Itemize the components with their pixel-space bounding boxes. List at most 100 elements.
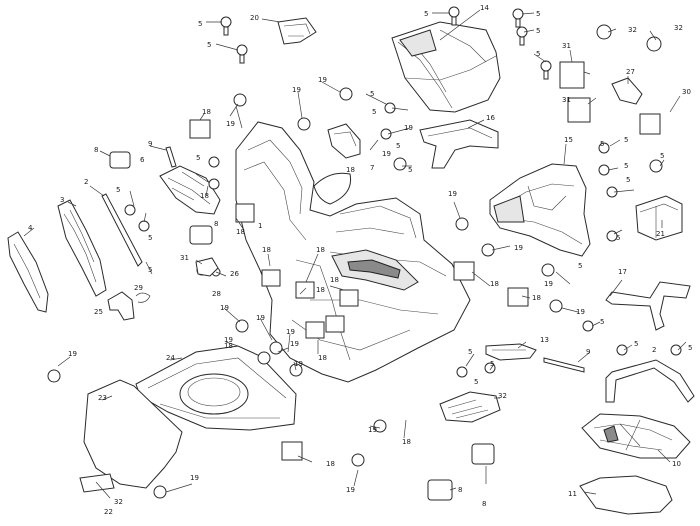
callout-5: 5 — [634, 340, 638, 348]
callout-8: 8 — [214, 220, 218, 228]
part-12-grille — [439, 391, 501, 423]
callout-19: 19 — [576, 308, 585, 316]
part-4-side-trim — [7, 231, 49, 313]
callout-5: 5 — [578, 262, 582, 270]
part-24-lower-tray — [135, 345, 297, 431]
callout-27: 27 — [626, 68, 635, 76]
callout-28: 28 — [212, 290, 221, 298]
callout-2: 2 — [652, 346, 656, 354]
part-23-flat-panel — [79, 379, 183, 493]
callout-19: 19 — [404, 124, 413, 132]
callout-30: 30 — [682, 88, 691, 96]
callout-8: 8 — [482, 500, 486, 508]
callout-5: 5 — [198, 20, 202, 28]
callout-18: 18 — [402, 438, 411, 446]
callout-19: 19 — [256, 314, 265, 322]
part-11-seat-pad — [579, 475, 673, 515]
callout-18: 18 — [262, 246, 271, 254]
callout-19: 19 — [292, 86, 301, 94]
part-9-strip — [543, 357, 585, 373]
callout-23: 23 — [98, 394, 107, 402]
callout-19-bottom: 19 — [346, 486, 355, 494]
callout-5: 5 — [148, 234, 152, 242]
callout-5: 5 — [490, 360, 494, 368]
callout-5: 5 — [116, 186, 120, 194]
callout-19: 19 — [226, 120, 235, 128]
callout-25: 25 — [94, 308, 103, 316]
callout-18: 18 — [316, 246, 325, 254]
callout-22: 22 — [104, 508, 113, 516]
part-3-side-vent — [57, 199, 107, 297]
callout-32: 32 — [114, 498, 123, 506]
callout-9: 9 — [148, 140, 152, 148]
callout-5: 5 — [408, 166, 412, 174]
callout-5: 5 — [536, 10, 540, 18]
callout-32: 32 — [498, 392, 507, 400]
callout-5: 5 — [600, 318, 604, 326]
callout-19: 19 — [68, 350, 77, 358]
callout-31: 31 — [180, 254, 189, 262]
callout-5: 5 — [370, 90, 374, 98]
part-29-wire-clip — [135, 292, 151, 303]
part-8-bushings — [109, 151, 495, 501]
callout-18: 18 — [490, 280, 499, 288]
part-2-curved-tube — [605, 359, 695, 403]
callout-13: 13 — [540, 336, 549, 344]
callout-6: 6 — [140, 156, 145, 164]
callout-18: 18 — [224, 342, 233, 350]
callout-16: 16 — [486, 114, 495, 122]
part-2-rod — [101, 193, 143, 267]
part-18-square-clips — [189, 61, 661, 461]
callout-5: 5 — [207, 41, 211, 49]
callout-21: 21 — [656, 230, 665, 238]
part-26-28-clips — [195, 77, 643, 277]
callout-9: 9 — [586, 348, 590, 356]
callout-8: 8 — [94, 146, 98, 154]
part-15-housing — [489, 163, 591, 257]
callout-2: 2 — [84, 178, 88, 186]
callout-19: 19 — [544, 280, 553, 288]
part-10-seat-base — [581, 413, 691, 459]
callout-19: 19 — [190, 474, 199, 482]
part-6-air-scoop — [159, 165, 221, 215]
callout-5: 5 — [600, 140, 604, 148]
callout-7: 7 — [370, 164, 374, 172]
callout-19: 19 — [382, 150, 391, 158]
callout-18: 18 — [346, 166, 355, 174]
callout-5: 5 — [148, 266, 152, 274]
callout-5: 5 — [468, 348, 472, 356]
callout-19: 19 — [294, 360, 303, 368]
callout-31: 31 — [562, 96, 571, 104]
callout-labels: 5 20 5 14 5 5 32 32 5 31 19 5 27 19 30 1… — [28, 4, 692, 516]
part-7-connector — [327, 123, 361, 159]
callout-5: 5 — [660, 152, 664, 160]
callout-5: 5 — [474, 378, 478, 386]
callout-32: 32 — [674, 24, 683, 32]
callout-5: 5 — [626, 176, 630, 184]
callout-5: 5 — [688, 344, 692, 352]
callout-5: 5 — [616, 234, 620, 242]
callout-5: 5 — [372, 108, 376, 116]
callout-19: 19 — [448, 190, 457, 198]
callout-18: 18 — [330, 276, 339, 284]
callout-5: 5 — [196, 154, 200, 162]
part-14-upper-cowl — [391, 21, 501, 113]
callout-5: 5 — [396, 142, 400, 150]
part-25-clip — [107, 291, 135, 321]
callout-19: 19 — [286, 328, 295, 336]
callout-19: 19 — [368, 426, 377, 434]
callout-5: 5 — [424, 10, 428, 18]
callout-10: 10 — [672, 460, 681, 468]
callout-5: 5 — [536, 27, 540, 35]
callout-15: 15 — [564, 136, 573, 144]
callout-1: 1 — [258, 222, 262, 230]
callout-31: 31 — [562, 42, 571, 50]
leader-lines — [23, 9, 687, 499]
part-16-bracket — [419, 119, 499, 169]
callout-19: 19 — [220, 304, 229, 312]
callout-18: 18 — [200, 192, 209, 200]
callout-20: 20 — [250, 14, 259, 22]
callout-5: 5 — [536, 50, 540, 58]
callout-18: 18 — [318, 354, 327, 362]
